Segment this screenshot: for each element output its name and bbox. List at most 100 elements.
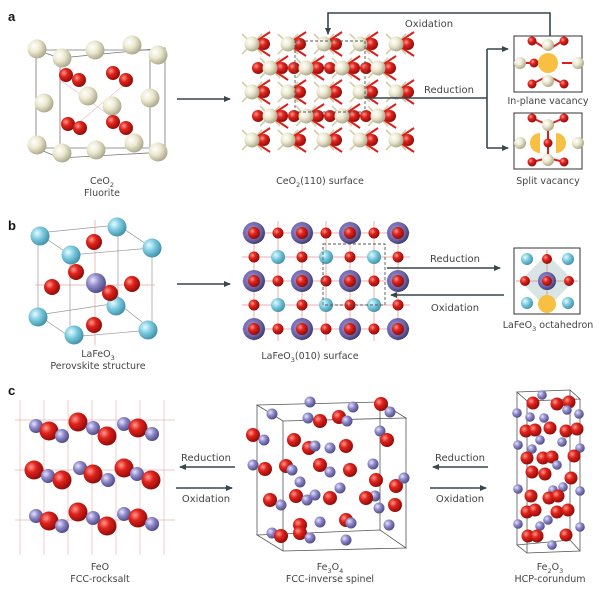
iron-atom	[247, 459, 259, 471]
oxygen-atom	[128, 418, 148, 438]
cerium-atom	[280, 84, 296, 100]
iron-atom	[535, 435, 545, 445]
cerium-atom	[514, 137, 526, 149]
iron-atom	[266, 408, 278, 420]
fe2o3-name: HCP-corundum	[514, 574, 585, 585]
ceo2-bulk-formula: CeO2	[90, 176, 114, 189]
iron-atom	[302, 412, 314, 424]
oxygen-atom	[360, 62, 372, 74]
oxygen-atom	[248, 299, 260, 311]
oxygen-atom	[320, 275, 332, 287]
oxygen-atom	[530, 529, 544, 543]
lafeo3-bulk-formula: LaFeO3	[81, 349, 115, 362]
iron-atom	[117, 417, 131, 431]
oxygen-atom	[330, 86, 342, 98]
oxygen-atom	[402, 86, 414, 98]
oxygen-atom	[258, 134, 270, 146]
cerium-atom	[280, 36, 296, 52]
lanthanum-atom	[521, 297, 533, 309]
oxygen-atom	[119, 121, 133, 135]
oxygen-atom	[529, 58, 539, 68]
cerium-atom	[262, 60, 278, 76]
oxygen-atom	[366, 86, 378, 98]
oxygen-atom	[68, 502, 88, 522]
oxygen-atom	[296, 299, 308, 311]
fe3o4-formula: Fe3O4	[317, 562, 344, 575]
oxygen-atom	[288, 110, 300, 122]
lanthanum-atom	[142, 238, 162, 258]
oxidation-label-a: Oxidation	[405, 19, 453, 30]
cerium-atom	[86, 140, 106, 160]
oxygen-atom	[527, 113, 537, 123]
oxygen-atom	[272, 323, 284, 335]
cerium-atom	[388, 84, 404, 100]
oxygen-atom	[114, 458, 134, 478]
oxygen-atom	[402, 38, 414, 50]
cerium-atom	[572, 57, 584, 69]
oxygen-atom	[520, 451, 534, 465]
reduction-label-b: Reduction	[430, 254, 480, 265]
iron-atom	[398, 472, 410, 484]
oxygen-atom	[312, 62, 324, 74]
oxygen-atom	[320, 227, 332, 239]
iron-atom	[130, 467, 144, 481]
oxygen-atom	[248, 227, 260, 239]
lafeo3-perovskite-cell	[28, 217, 162, 345]
lanthanum-atom	[521, 253, 533, 265]
iron-atom	[145, 517, 159, 531]
oxygen-atom	[392, 323, 404, 335]
cerium-atom	[352, 132, 368, 148]
oxygen-atom	[68, 264, 84, 280]
oxygen-atom	[86, 317, 102, 333]
iron-atom	[86, 511, 100, 525]
inplane-vacancy-label: In-plane vacancy	[508, 96, 589, 107]
iron-atom	[41, 469, 55, 483]
oxygen-atom	[97, 516, 117, 536]
cerium-atom	[572, 137, 584, 149]
oxygen-atom	[86, 234, 102, 250]
iron-atom	[309, 489, 321, 501]
iron-atom	[513, 440, 523, 450]
oxygen-atom	[296, 227, 308, 239]
fe3o4-spinel-cell	[246, 396, 410, 552]
cerium-atom	[334, 60, 350, 76]
oxygen-atom	[559, 157, 569, 167]
iron-atom	[535, 521, 545, 531]
iron-atom	[275, 499, 287, 511]
oxidation-label-b: Oxidation	[431, 303, 479, 314]
ceo2-surface-label: CeO2(110) surface	[276, 176, 364, 189]
oxygen-atom	[538, 467, 552, 481]
oxygen-atom	[543, 421, 557, 435]
oxygen-atom	[402, 134, 414, 146]
cerium-atom	[542, 154, 554, 166]
oxygen-atom	[559, 113, 569, 123]
oxygen-atom	[521, 529, 535, 543]
lafeo3-surface-label: LaFeO3(010) surface	[261, 351, 358, 364]
oxygen-atom	[324, 62, 336, 74]
ceo2-fluorite-cell	[27, 35, 168, 163]
oxygen-atom	[368, 227, 380, 239]
oxygen-atom	[288, 62, 300, 74]
cerium-atom	[52, 48, 72, 68]
iron-atom	[314, 516, 326, 528]
oxygen-atom	[559, 79, 569, 89]
oxygen-atom	[272, 275, 284, 287]
iron-atom	[513, 484, 523, 494]
vacancy-marker	[538, 53, 558, 73]
iron-atom	[513, 519, 523, 529]
cerium-atom	[280, 132, 296, 148]
cerium-atom	[244, 132, 260, 148]
oxygen-atom	[276, 110, 288, 122]
lanthanum-atom	[61, 245, 81, 265]
iron-atom	[301, 494, 313, 506]
oxygen-atom	[344, 275, 356, 287]
feo-rocksalt-cell	[15, 400, 175, 555]
lanthanum-atom	[107, 217, 127, 237]
lanthanum-atom	[319, 250, 333, 264]
oxygen-atom	[559, 424, 573, 438]
lanthanum-atom	[367, 298, 381, 312]
oxygen-atom	[551, 489, 565, 503]
cerium-atom	[78, 86, 98, 106]
cerium-atom	[298, 60, 314, 76]
oxygen-atom	[258, 462, 272, 476]
